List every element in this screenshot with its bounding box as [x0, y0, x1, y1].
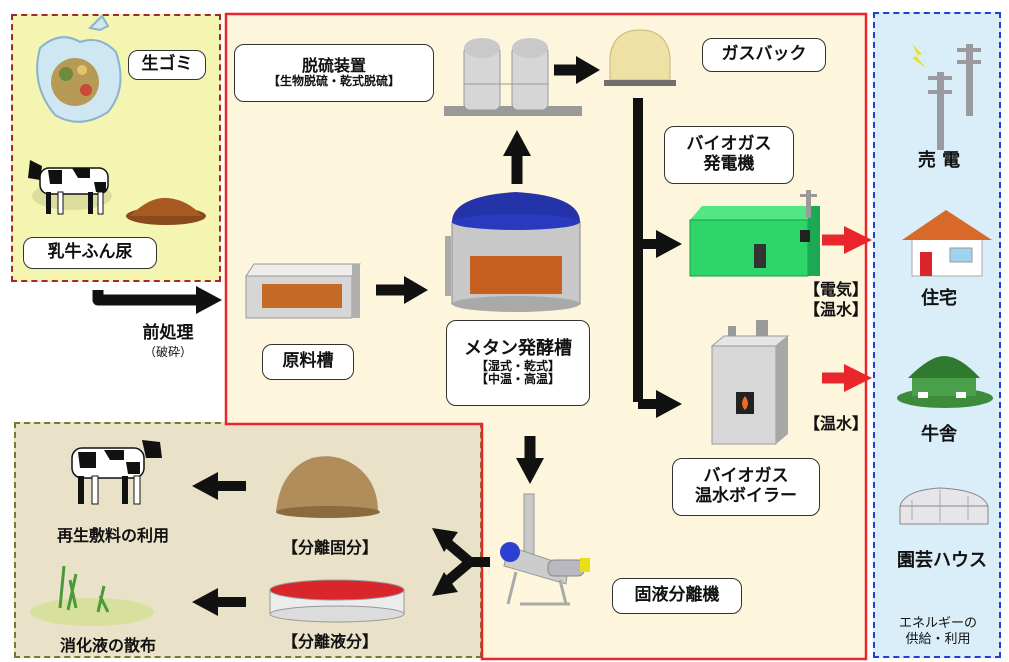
methane-digester-icon — [445, 192, 581, 312]
desulfurizer-icon — [444, 38, 582, 116]
separated-liquid-label: 【分離液分】 — [281, 632, 378, 651]
biogas-generator-icon — [689, 190, 820, 277]
separated-liquid-tank-icon — [269, 579, 405, 623]
energy-arrows — [822, 226, 872, 392]
field-grass-icon — [30, 565, 154, 626]
separator-label: 固液分離機 — [612, 578, 742, 614]
boiler-label: バイオガス 温水ボイラー — [672, 458, 820, 516]
power-pole-icon — [912, 44, 981, 150]
desulfurizer-label: 脱硫装置 【生物脱硫・乾式脱硫】 — [234, 44, 434, 102]
bedding-use-label: 再生敷料の利用 — [56, 526, 169, 545]
raw-tank-label: 原料槽 — [262, 344, 354, 380]
greenhouse-icon — [899, 487, 989, 525]
arrows — [92, 56, 682, 616]
pretreatment-label: 前処理 （破砕） — [142, 323, 194, 359]
solid-liquid-separator-icon — [500, 493, 590, 606]
cow-bedding-icon — [71, 440, 162, 505]
hot-water-boiler-icon — [710, 320, 790, 445]
greenhouse-label: 園芸ハウス — [897, 550, 987, 571]
manure-label: 乳牛ふん尿 — [23, 237, 157, 269]
gas-bag-label: ガスバック — [702, 38, 826, 72]
digestate-spread-label: 消化液の散布 — [59, 636, 156, 655]
house-label: 住宅 — [921, 288, 957, 309]
gas-bag-icon — [604, 29, 676, 86]
electricity-label: 【電気】 【温水】 — [803, 280, 868, 319]
house-icon — [902, 210, 992, 277]
food-waste-bag-icon — [36, 14, 122, 123]
boiler-hot-water-label: 【温水】 — [803, 414, 868, 433]
digester-label: メタン発酵槽 【湿式・乾式】 【中温・高温】 — [446, 320, 590, 406]
energy-footer-label: エネルギーの 供給・利用 — [898, 616, 977, 648]
food-waste-label: 生ゴミ — [128, 50, 206, 80]
raw-material-tank-icon — [245, 263, 361, 319]
separated-solid-label: 【分離固分】 — [281, 538, 378, 557]
barn-label: 牛舎 — [921, 424, 957, 445]
manure-pile-icon — [126, 197, 206, 225]
power-sale-label: 売 電 — [917, 150, 961, 171]
generator-label: バイオガス 発電機 — [664, 126, 794, 184]
separated-solid-pile-icon — [276, 456, 380, 518]
barn-icon — [897, 356, 993, 408]
cow-icon — [28, 160, 112, 215]
